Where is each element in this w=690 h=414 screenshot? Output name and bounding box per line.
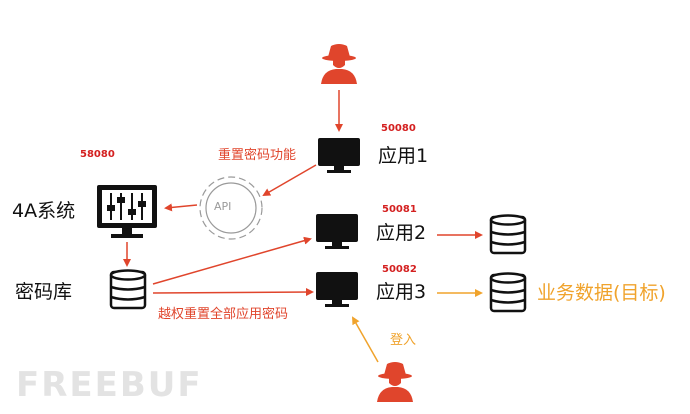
control-panel-monitor-icon bbox=[97, 185, 157, 238]
arrow-app1-to-api bbox=[262, 164, 317, 196]
database-icon bbox=[489, 214, 527, 255]
monitor-icon bbox=[316, 214, 358, 249]
watermark-text: FREEBUF bbox=[16, 365, 203, 405]
arrow-attacker-to-app3 bbox=[352, 316, 379, 363]
app2-label: 应用2 bbox=[376, 222, 427, 244]
arrow-db-to-app3 bbox=[152, 288, 314, 297]
password-db-label: 密码库 bbox=[15, 281, 73, 303]
business-data-label: 业务数据(目标) bbox=[537, 282, 666, 304]
app3-label: 应用3 bbox=[376, 281, 427, 303]
api-label: API bbox=[214, 200, 232, 213]
port-4a: 58080 bbox=[80, 149, 115, 160]
arrow-api-to-4a bbox=[164, 203, 198, 212]
hacker-icon bbox=[377, 362, 413, 402]
monitor-icon bbox=[318, 138, 360, 173]
edge-unauthorized-reset-label: 越权重置全部应用密码 bbox=[158, 307, 289, 322]
gear-icon bbox=[199, 176, 263, 240]
port-app1: 50080 bbox=[381, 123, 416, 134]
system4a-label: 4A系统 bbox=[12, 200, 76, 222]
app1-label: 应用1 bbox=[378, 145, 429, 167]
arrow-db-to-app2 bbox=[152, 236, 312, 285]
port-app2: 50081 bbox=[382, 204, 417, 215]
edge-login-label: 登入 bbox=[390, 333, 417, 348]
monitor-icon bbox=[316, 272, 358, 307]
hacker-icon bbox=[321, 44, 357, 84]
port-app3: 50082 bbox=[382, 264, 417, 275]
database-icon bbox=[489, 272, 527, 313]
database-icon bbox=[109, 269, 147, 310]
edge-reset-password-label: 重置密码功能 bbox=[218, 148, 297, 163]
